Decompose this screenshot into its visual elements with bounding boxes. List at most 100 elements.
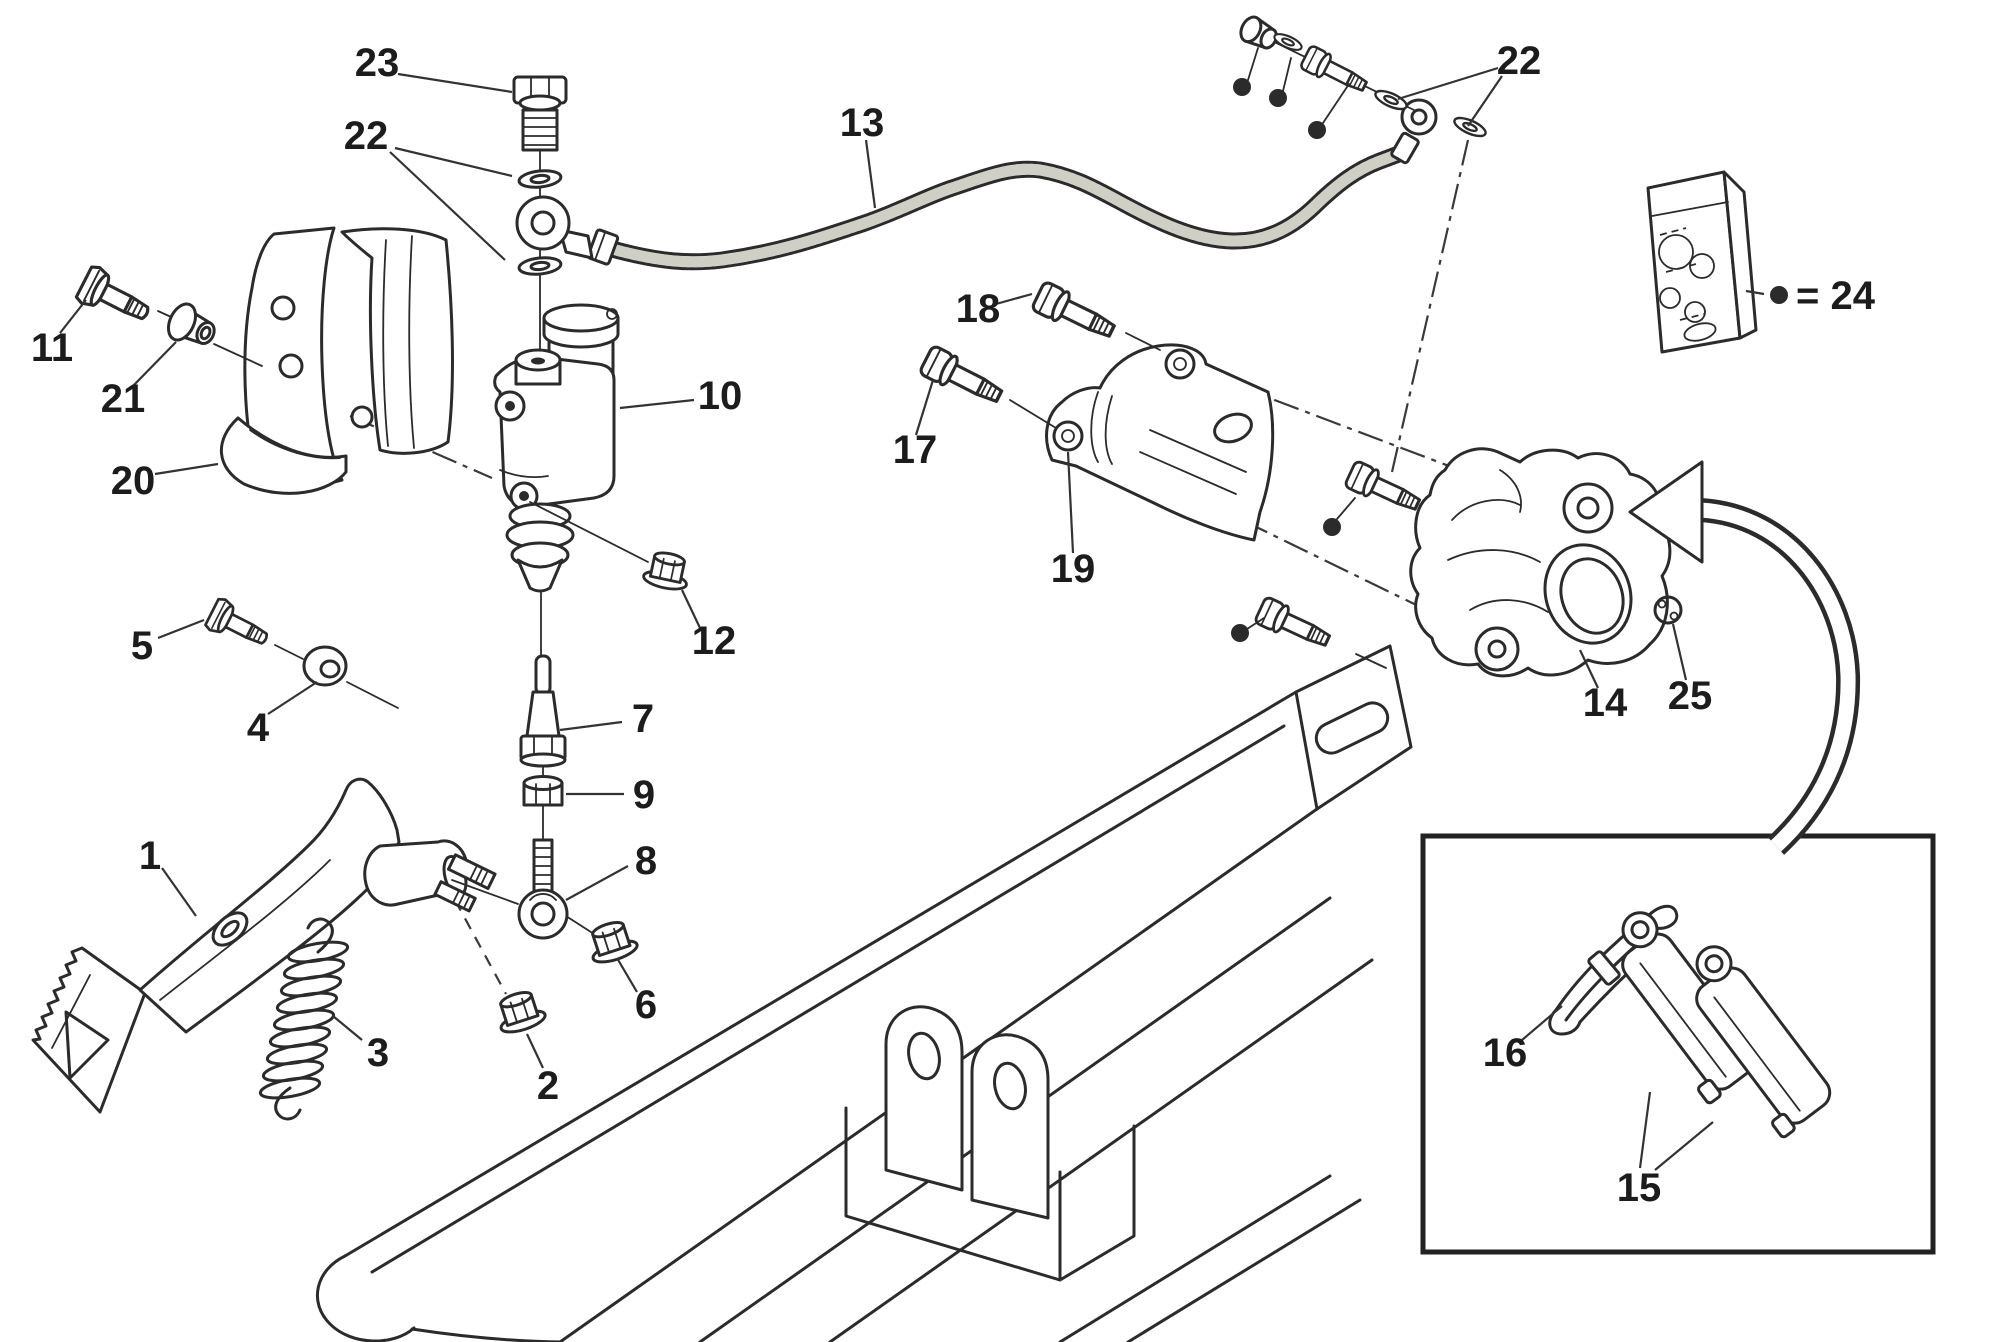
leader-22-left (389, 146, 513, 261)
bracket-ear-hole (1164, 348, 1196, 380)
bracket-ear-hole-inner (1173, 357, 1187, 371)
spring-end-hook (1548, 1008, 1582, 1036)
bolt-ribbed-shank (521, 108, 559, 152)
leader-5 (157, 618, 205, 640)
leader-14 (1579, 649, 1599, 689)
guard-right-panel (340, 227, 454, 455)
frame-top-edge (343, 690, 1298, 1258)
callout-18: 18 (956, 287, 1001, 331)
ear-hole (505, 401, 515, 411)
callout-1: 1 (139, 834, 161, 878)
callout-3: 3 (367, 1031, 389, 1075)
brake-pad (1695, 945, 1832, 1139)
hose-braid-texture (606, 149, 1402, 268)
nut-facet-line (594, 231, 606, 261)
seal-kit-bag (1646, 170, 1758, 354)
callout-21: 21 (101, 377, 146, 421)
clamp-screw (606, 308, 618, 320)
bracket-ear-hole-inner (1061, 429, 1075, 443)
bracket-oval-hole (1213, 412, 1253, 444)
frame-bottom-contour (410, 1327, 564, 1342)
cap-nut-base (1259, 27, 1278, 50)
kit-bullet-icon (1770, 286, 1788, 304)
leader-11 (59, 299, 87, 334)
arrow-tube-inner (1699, 502, 1856, 852)
stud-axis-line (451, 879, 595, 935)
inset-reference-arrow (1628, 460, 1861, 855)
caliper-mount-bolt (1342, 458, 1425, 519)
hose-banjo-master-cylinder-end (515, 195, 620, 266)
guard-hole (278, 353, 304, 379)
leader-15 (1638, 1091, 1714, 1171)
boss-hole (531, 357, 545, 365)
pedal-spring-tab-slot (220, 919, 240, 939)
callout-9: 9 (633, 773, 655, 817)
frame-tube-end-cap (315, 1254, 416, 1342)
leader-3 (332, 1015, 363, 1041)
eye-ring-line (529, 893, 557, 901)
callout-22-left: 22 (344, 114, 389, 158)
spring-bottom-hook (274, 1086, 302, 1121)
pushrod-bore-boss (514, 348, 562, 386)
bolt-axis-line (1009, 332, 1161, 429)
leader-21 (132, 341, 177, 387)
callout-labels: 1 2 3 4 5 6 7 8 9 10 11 12 13 14 15 16 1… (31, 39, 1712, 1210)
callout-8: 8 (635, 839, 657, 883)
kit-bullet-icon (1269, 89, 1287, 107)
brake-pedal (31, 777, 595, 1114)
pivot-bushing (302, 645, 348, 687)
arrow-head (1628, 460, 1704, 564)
leader-12 (681, 589, 701, 629)
elbow-neck (558, 228, 594, 260)
sealing-washer (1371, 86, 1411, 114)
leader-19 (1066, 451, 1075, 554)
pedal-stud (433, 880, 477, 913)
hose-elbow-nut (1390, 131, 1420, 165)
kit-bullet-icon (1231, 624, 1249, 642)
guard-hook-inner-line (249, 429, 341, 460)
frame-slot (1314, 701, 1390, 755)
pushrod (519, 654, 567, 768)
brake-hose (603, 146, 1405, 271)
shock-mount-lug (884, 1005, 964, 1192)
banjo-bolt (512, 75, 568, 152)
leader-24 (1745, 289, 1765, 296)
spring-end-hook (1646, 904, 1679, 930)
pedal-pad-cutout (64, 1010, 110, 1080)
guard-bend-lines (382, 235, 415, 449)
pedal-arm-inner-line (159, 859, 331, 1001)
kit-hatch-lines (1659, 227, 1705, 321)
caliper-piston-face (1559, 557, 1625, 635)
return-spring (257, 917, 351, 1121)
callout-7: 7 (632, 697, 654, 741)
elbow-nut-body (586, 228, 620, 266)
leader-22-right (1397, 66, 1503, 127)
kit-seal-ring (1659, 287, 1681, 309)
bullet-leader-line (1246, 497, 1387, 669)
rod-end-nut (582, 915, 641, 968)
boot-cone (516, 558, 564, 593)
hose-elbow-nut (586, 228, 620, 266)
caliper-lug-hole (1487, 639, 1507, 659)
guard-spacer (166, 302, 216, 346)
lug-hole (907, 1031, 941, 1081)
pad-ear-hole (1704, 954, 1724, 974)
pushrod-tip (534, 654, 552, 696)
bracket-bend-lines (1090, 391, 1247, 495)
pad-friction-line (1713, 996, 1801, 1112)
banjo-hole (1410, 108, 1428, 126)
frame-lower-spar-edge (828, 958, 1374, 1342)
kit-bullet-icon (1323, 518, 1341, 536)
leader-17 (914, 379, 935, 436)
rib-lines (523, 117, 557, 146)
caliper-banjo-hole (1576, 496, 1600, 520)
leader-23 (397, 72, 513, 94)
master-cylinder-nut (640, 547, 694, 594)
leader-6 (616, 957, 638, 993)
nut12-axis-line (529, 501, 649, 563)
pad-friction-line (1639, 962, 1727, 1078)
hex-base (519, 752, 567, 768)
guard-hole (270, 295, 296, 321)
